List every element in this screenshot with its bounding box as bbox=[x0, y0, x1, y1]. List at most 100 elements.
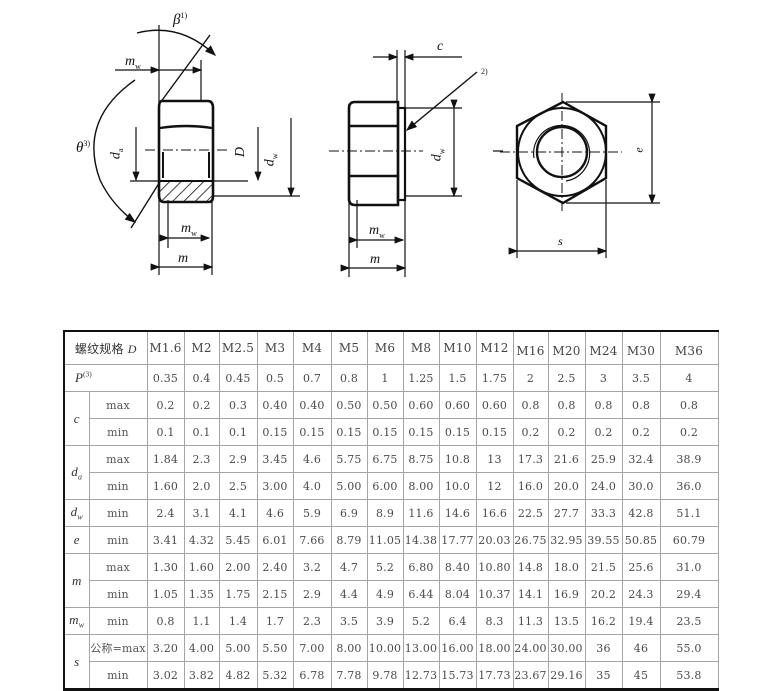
note-2-label: 2) bbox=[481, 67, 488, 76]
value-cell: 17.3 bbox=[512, 445, 549, 473]
value-cell: 6.01 bbox=[256, 526, 294, 554]
value-cell: 1 bbox=[366, 364, 404, 392]
size-header: M36 bbox=[659, 330, 719, 365]
value-cell: 1.35 bbox=[183, 580, 220, 608]
value-cell: 10.37 bbox=[475, 580, 514, 608]
thread-spec-symbol: D bbox=[127, 341, 137, 356]
param-symbol: d bbox=[70, 504, 78, 520]
value-cell: 9.78 bbox=[366, 661, 404, 690]
param-symbol-cell: mw bbox=[63, 607, 90, 635]
param-limit-cell: max bbox=[88, 445, 148, 473]
value-cell: 1.75 bbox=[218, 580, 258, 608]
value-cell: 18.0 bbox=[547, 553, 586, 581]
value-cell: 0.40 bbox=[292, 391, 332, 419]
value-cell: 8.00 bbox=[402, 472, 440, 500]
param-limit-cell: max bbox=[88, 553, 148, 581]
value-cell: 21.6 bbox=[547, 445, 586, 473]
param-symbol-sub: w bbox=[77, 512, 83, 522]
value-cell: 20.2 bbox=[584, 580, 623, 608]
param-symbol-cell: dw bbox=[63, 499, 90, 527]
value-cell: 6.9 bbox=[330, 499, 368, 527]
param-symbol: c bbox=[73, 410, 80, 426]
param-symbol-cell: da bbox=[63, 445, 90, 500]
mw-top-label: mw bbox=[125, 54, 141, 71]
param-limit-cell: min bbox=[88, 418, 148, 446]
value-cell: 13.5 bbox=[547, 607, 586, 635]
value-cell: 3.00 bbox=[256, 472, 294, 500]
value-cell: 5.00 bbox=[330, 472, 368, 500]
param-limit-cell: min bbox=[88, 607, 148, 635]
value-cell: 0.8 bbox=[512, 391, 549, 419]
param-symbol-sub: a bbox=[78, 472, 83, 482]
value-cell: 0.45 bbox=[218, 364, 258, 392]
value-cell: 24.3 bbox=[621, 580, 661, 608]
value-cell: 5.75 bbox=[330, 445, 368, 473]
value-cell: 29.16 bbox=[547, 661, 586, 690]
value-cell: 6.80 bbox=[402, 553, 440, 581]
value-cell: 26.75 bbox=[512, 526, 549, 554]
value-cell: 17.73 bbox=[475, 661, 514, 690]
value-cell: 4.1 bbox=[218, 499, 258, 527]
value-cell: 7.00 bbox=[292, 634, 332, 662]
param-symbol: m bbox=[71, 572, 82, 588]
size-header: M5 bbox=[330, 330, 368, 365]
param-limit-cell: min bbox=[88, 580, 148, 608]
value-cell: 0.15 bbox=[256, 418, 294, 446]
value-cell: 1.75 bbox=[475, 364, 514, 392]
value-cell: 5.2 bbox=[402, 607, 440, 635]
size-header: M2 bbox=[183, 330, 220, 365]
value-cell: 32.95 bbox=[547, 526, 586, 554]
value-cell: 8.40 bbox=[438, 553, 477, 581]
value-cell: 8.79 bbox=[330, 526, 368, 554]
value-cell: 1.60 bbox=[183, 553, 220, 581]
value-cell: 11.3 bbox=[512, 607, 549, 635]
value-cell: 8.00 bbox=[330, 634, 368, 662]
value-cell: 0.8 bbox=[330, 364, 368, 392]
value-cell: 0.1 bbox=[183, 418, 220, 446]
param-symbol-cell: s bbox=[63, 634, 90, 690]
value-cell: 0.2 bbox=[547, 418, 586, 446]
value-cell: 4.32 bbox=[183, 526, 220, 554]
value-cell: 0.2 bbox=[146, 391, 185, 419]
value-cell: 8.75 bbox=[402, 445, 440, 473]
value-cell: 20.0 bbox=[547, 472, 586, 500]
mw-bottom-label: mw bbox=[181, 221, 197, 238]
value-cell: 0.2 bbox=[512, 418, 549, 446]
value-cell: 2.0 bbox=[183, 472, 220, 500]
value-cell: 2.5 bbox=[547, 364, 586, 392]
param-symbol: e bbox=[73, 532, 80, 547]
c-label: c bbox=[437, 39, 444, 54]
value-cell: 0.60 bbox=[438, 391, 477, 419]
theta-label: θ3) bbox=[76, 139, 91, 156]
value-cell: 4.6 bbox=[256, 499, 294, 527]
value-cell: 0.7 bbox=[292, 364, 332, 392]
value-cell: 31.0 bbox=[659, 553, 719, 581]
value-cell: 4.00 bbox=[183, 634, 220, 662]
technical-drawings: β1) θ3) mw da D dw mw m c 2) dw mw m e s bbox=[0, 0, 771, 300]
value-cell: 29.4 bbox=[659, 580, 719, 608]
m-label: m bbox=[178, 251, 189, 266]
value-cell: 5.50 bbox=[256, 634, 294, 662]
value-cell: 0.60 bbox=[402, 391, 440, 419]
s-label: s bbox=[558, 234, 563, 248]
value-cell: 3.82 bbox=[183, 661, 220, 690]
flange-view bbox=[329, 50, 503, 277]
value-cell: 10.8 bbox=[438, 445, 477, 473]
value-cell: 7.66 bbox=[292, 526, 332, 554]
value-cell: 7.78 bbox=[330, 661, 368, 690]
value-cell: 2.40 bbox=[256, 553, 294, 581]
value-cell: 23.5 bbox=[659, 607, 719, 635]
param-symbol-cell: m bbox=[63, 553, 90, 608]
size-header: M12 bbox=[475, 330, 514, 365]
value-cell: 4.0 bbox=[292, 472, 332, 500]
value-cell: 10.0 bbox=[438, 472, 477, 500]
value-cell: 12.73 bbox=[402, 661, 440, 690]
